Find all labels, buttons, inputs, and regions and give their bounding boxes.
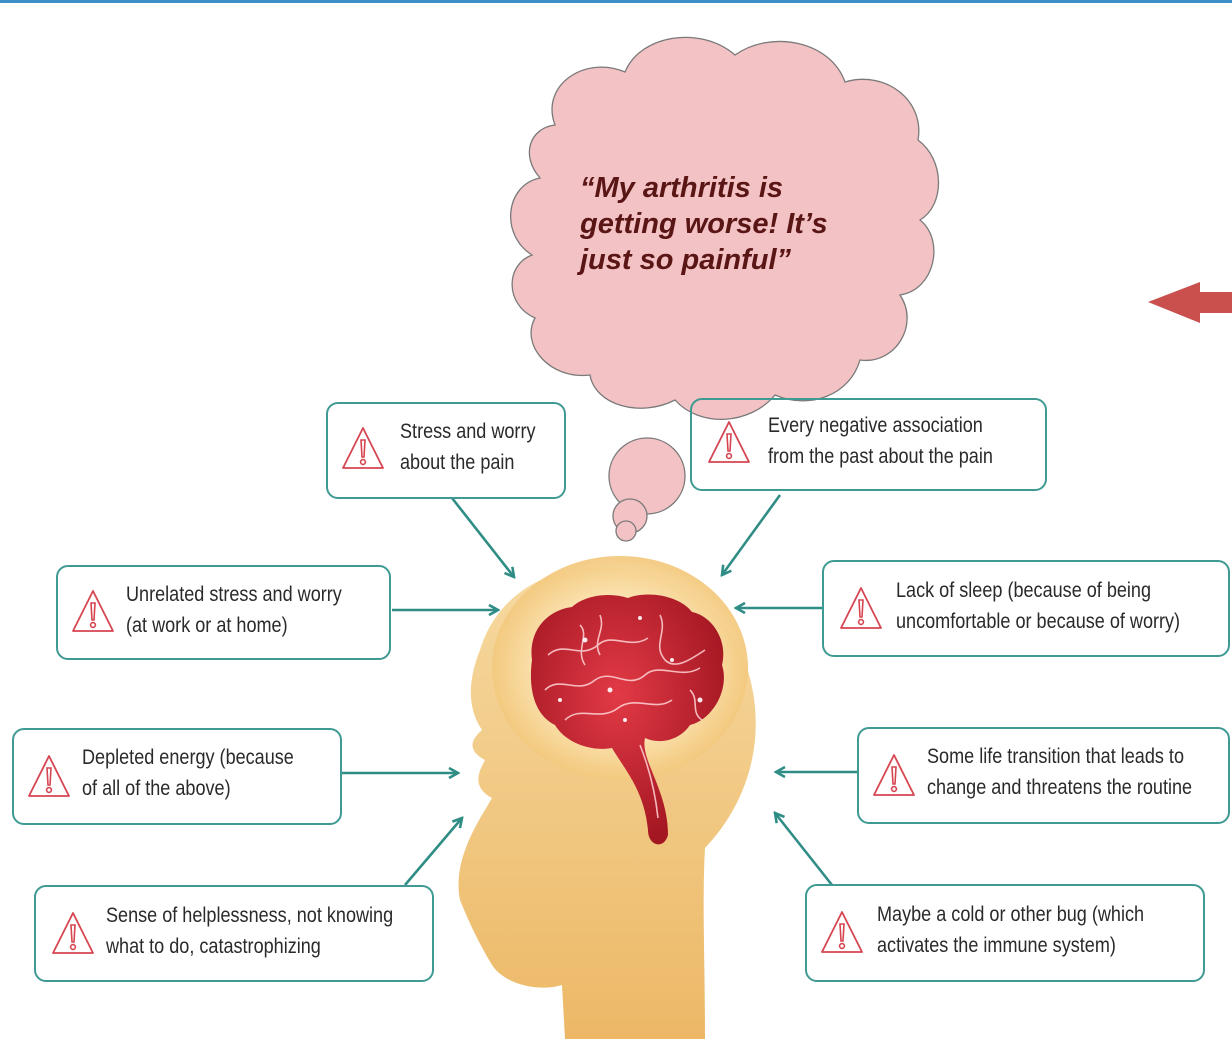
thought-text: “My arthritis is getting worse! It’s jus… xyxy=(580,170,940,278)
factor-text-line2: what to do, catastrophizing xyxy=(106,931,393,962)
factor-text-line2: change and threatens the routine xyxy=(927,772,1192,803)
factor-box-unrelated-stress: Unrelated stress and worry (at work or a… xyxy=(56,565,391,660)
factor-text-line1: Some life transition that leads to xyxy=(927,741,1192,772)
factor-text-line1: Unrelated stress and worry xyxy=(126,579,342,610)
factor-text-line2: from the past about the pain xyxy=(768,441,993,472)
warning-icon xyxy=(819,908,865,956)
factor-text-line2: uncomfortable or because of worry) xyxy=(896,606,1180,637)
warning-icon xyxy=(340,424,386,472)
factor-text-line1: Lack of sleep (because of being xyxy=(896,575,1180,606)
factor-box-stress-pain: Stress and worry about the pain xyxy=(326,402,566,499)
factor-text-line2: of all of the above) xyxy=(82,773,294,804)
warning-icon xyxy=(706,418,752,466)
factor-box-life-transition: Some life transition that leads to chang… xyxy=(857,727,1230,824)
factor-text-line2: (at work or at home) xyxy=(126,610,342,641)
red-arrow-icon xyxy=(1148,282,1232,323)
warning-icon xyxy=(26,752,72,800)
factor-box-depleted-energy: Depleted energy (because of all of the a… xyxy=(12,728,342,825)
arrow-icon xyxy=(452,498,514,577)
warning-icon xyxy=(50,909,96,957)
factor-text-line1: Sense of helplessness, not knowing xyxy=(106,900,393,931)
factor-box-helplessness: Sense of helplessness, not knowing what … xyxy=(34,885,434,982)
arrow-icon xyxy=(722,495,780,575)
warning-icon xyxy=(838,584,884,632)
factor-text-line2: about the pain xyxy=(400,447,536,478)
factor-box-lack-of-sleep: Lack of sleep (because of being uncomfor… xyxy=(822,560,1230,657)
arrow-icon xyxy=(775,813,832,885)
warning-icon xyxy=(70,587,116,635)
factor-text-line1: Depleted energy (because xyxy=(82,742,294,773)
arrow-icon xyxy=(405,818,462,885)
factor-text-line1: Stress and worry xyxy=(400,416,536,447)
factor-text-line1: Every negative association xyxy=(768,410,993,441)
factor-text-line2: activates the immune system) xyxy=(877,930,1144,961)
factor-box-cold-bug: Maybe a cold or other bug (which activat… xyxy=(805,884,1205,982)
factor-text-line1: Maybe a cold or other bug (which xyxy=(877,899,1144,930)
warning-icon xyxy=(871,751,917,799)
factor-box-negative-association: Every negative association from the past… xyxy=(690,398,1047,491)
